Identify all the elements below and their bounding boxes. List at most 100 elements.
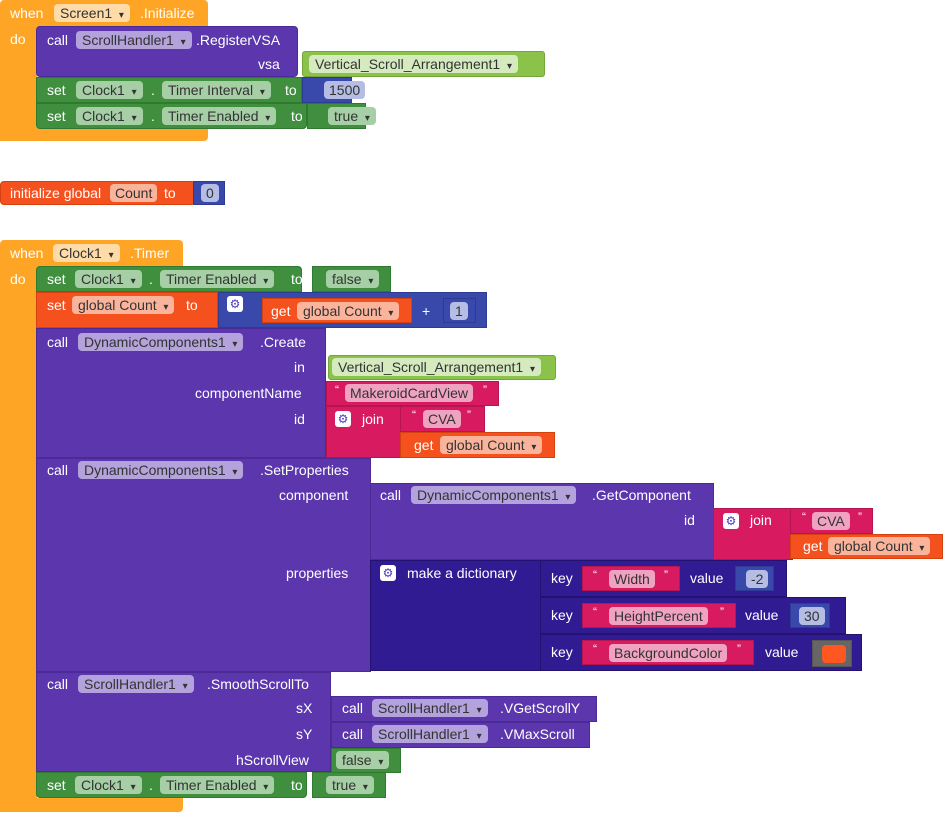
component-dropdown[interactable]: Clock1 [76, 81, 143, 99]
get-label: get [271, 303, 291, 319]
close-quote: ” [483, 383, 487, 397]
property-dropdown[interactable]: Timer Enabled [162, 107, 277, 125]
to-label: to [285, 82, 297, 98]
number-field[interactable]: -2 [746, 570, 769, 588]
join-block[interactable] [326, 406, 402, 458]
component-dropdown[interactable]: DynamicComponents1 [411, 486, 577, 504]
close-quote: ” [720, 605, 724, 619]
variable-dropdown[interactable]: global Count [440, 436, 543, 454]
key-label: key [551, 570, 573, 586]
call-label: call [380, 487, 402, 503]
method-name: .VGetScrollY [500, 700, 581, 716]
get-label: get [803, 538, 823, 554]
init-global-label: initialize global [10, 185, 102, 201]
component-dropdown[interactable]: Vertical_Scroll_Arrangement1 [332, 358, 542, 376]
set-label: set [47, 271, 66, 287]
event-footer [0, 128, 208, 141]
value-label: value [765, 644, 799, 660]
text-field[interactable]: CVA [423, 410, 461, 428]
event-name: .Timer [130, 245, 170, 261]
call-label: call [47, 32, 69, 48]
number-field[interactable]: 1 [450, 302, 468, 320]
close-quote: ” [737, 642, 741, 656]
component-dropdown[interactable]: Clock1 [75, 270, 142, 288]
property-dropdown[interactable]: Timer Enabled [160, 270, 275, 288]
component-dropdown[interactable]: DynamicComponents1 [78, 461, 244, 479]
join-label: join [362, 411, 384, 427]
arg-label: hScrollView [236, 752, 309, 768]
to-label: to [186, 297, 198, 313]
when-label: when [10, 5, 44, 21]
component-dropdown[interactable]: DynamicComponents1 [78, 333, 244, 351]
call-label: call [47, 676, 69, 692]
when-label: when [10, 245, 44, 261]
close-quote: ” [467, 408, 471, 422]
variable-name-field[interactable]: Count [110, 184, 158, 202]
color-swatch[interactable] [822, 645, 846, 663]
component-dropdown[interactable]: ScrollHandler1 [372, 699, 488, 717]
property-dropdown[interactable]: Timer Enabled [160, 776, 275, 794]
method-name: .GetComponent [592, 487, 691, 503]
call-label: call [342, 700, 364, 716]
number-field[interactable]: 0 [201, 184, 219, 202]
open-quote: “ [412, 408, 416, 422]
set-label: set [47, 108, 66, 124]
boolean-dropdown[interactable]: false [336, 751, 390, 769]
dot: . [151, 108, 155, 124]
variable-dropdown[interactable]: global Count [72, 296, 175, 314]
open-quote: “ [593, 568, 597, 582]
boolean-dropdown[interactable]: true [326, 776, 374, 794]
get-label: get [414, 437, 434, 453]
text-field[interactable]: MakeroidCardView [345, 384, 474, 402]
dictionary-label: make a dictionary [407, 565, 517, 581]
arg-label: properties [286, 565, 349, 581]
variable-dropdown[interactable]: global Count [828, 537, 931, 555]
variable-dropdown[interactable]: global Count [297, 302, 400, 320]
do-label: do [10, 271, 26, 287]
text-field[interactable]: BackgroundColor [609, 644, 728, 662]
make-dictionary-block[interactable] [370, 560, 542, 671]
gear-icon[interactable]: ⚙ [723, 513, 739, 529]
method-name: .SmoothScrollTo [207, 676, 309, 692]
call-label: call [47, 462, 69, 478]
to-label: to [291, 777, 303, 793]
number-field[interactable]: 30 [799, 607, 825, 625]
component-dropdown[interactable]: ScrollHandler1 [76, 31, 192, 49]
boolean-dropdown[interactable]: true [328, 107, 376, 125]
text-field[interactable]: HeightPercent [609, 607, 708, 625]
component-dropdown[interactable]: ScrollHandler1 [372, 725, 488, 743]
component-dropdown[interactable]: Clock1 [75, 776, 142, 794]
boolean-dropdown[interactable]: false [326, 270, 380, 288]
gear-icon[interactable]: ⚙ [380, 565, 396, 581]
to-label: to [291, 108, 303, 124]
call-label: call [342, 726, 364, 742]
number-field[interactable]: 1500 [324, 81, 366, 99]
call-set-properties-block[interactable] [36, 458, 371, 672]
component-dropdown[interactable]: Vertical_Scroll_Arrangement1 [309, 55, 519, 73]
open-quote: “ [335, 383, 339, 397]
gear-icon[interactable]: ⚙ [335, 411, 351, 427]
text-field[interactable]: Width [609, 570, 655, 588]
open-quote: “ [593, 605, 597, 619]
arg-label: id [684, 512, 695, 528]
component-dropdown[interactable]: Screen1 [54, 4, 130, 22]
method-name: .RegisterVSA [196, 32, 281, 48]
property-dropdown[interactable]: Timer Interval [162, 81, 271, 99]
component-dropdown[interactable]: Clock1 [76, 107, 143, 125]
gear-icon[interactable]: ⚙ [227, 296, 243, 312]
dot: . [149, 777, 153, 793]
component-dropdown[interactable]: ScrollHandler1 [78, 675, 194, 693]
event-body-column [0, 266, 37, 812]
value-label: value [690, 570, 724, 586]
call-label: call [47, 334, 69, 350]
component-dropdown[interactable]: Clock1 [53, 244, 120, 262]
arg-label: in [294, 359, 305, 375]
close-quote: ” [858, 510, 862, 524]
plus-operator: + [422, 303, 431, 319]
arg-label: componentName [195, 385, 302, 401]
to-label: to [164, 185, 176, 201]
key-label: key [551, 644, 573, 660]
method-name: .Create [260, 334, 306, 350]
text-field[interactable]: CVA [812, 512, 850, 530]
to-label: to [291, 271, 303, 287]
